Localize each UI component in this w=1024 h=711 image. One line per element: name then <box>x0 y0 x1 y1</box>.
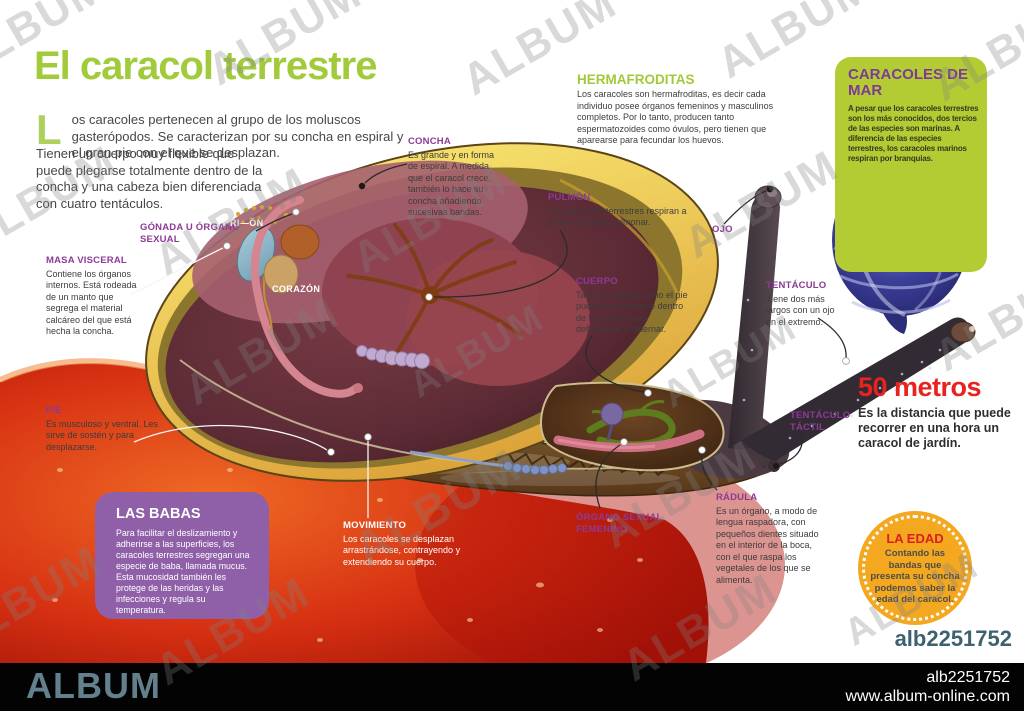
label-pulmon: PULMÓN Los caracoles terrestres respiran… <box>548 192 687 227</box>
leader-dots <box>223 182 850 469</box>
label-tentaculo: TENTÁCULO Tiene dos más largos con un oj… <box>766 280 835 327</box>
label-hermafroditas: HERMAFRODITAS Los caracoles son hermafro… <box>577 72 774 145</box>
la-edad-title: LA EDAD <box>886 531 944 546</box>
snail-head <box>409 381 790 479</box>
fact-50-metros-body: Es la distancia que puede recorrer en un… <box>858 406 1011 450</box>
fact-50-metros-value: 50 metros <box>858 372 982 402</box>
label-tentaculo-tactil: TENTÁCULO TÁCTIL <box>790 410 851 433</box>
la-edad-badge: LA EDAD Contando las bandas que presenta… <box>858 511 972 625</box>
album-watermark: ALBUM <box>176 288 348 415</box>
eye-bulb-upper <box>754 185 782 209</box>
label-ojo: OJO <box>712 224 733 235</box>
label-movimiento: MOVIMIENTO Los caracoles se desplazan ar… <box>343 520 461 567</box>
lung-vessels <box>346 223 522 367</box>
label-cuerpo: CUERPO Tanto la cabeza como el pie puede… <box>576 276 688 334</box>
footer-credit: alb2251752 www.album-online.com <box>845 668 1010 706</box>
albumen-gland <box>356 345 430 369</box>
intro-text-1: os caracoles pertenecen al grupo de los … <box>71 112 404 160</box>
intro-text-2: Tienen un cuerpo muy flexible que puede … <box>36 146 263 211</box>
footer-url: www.album-online.com <box>845 688 1010 705</box>
la-edad-body: Contando las bandas que presenta su conc… <box>870 548 960 605</box>
intestine <box>251 196 360 398</box>
tactile-tentacle-tip <box>768 460 780 472</box>
album-watermark: ALBUM <box>402 296 551 407</box>
radula-band <box>553 429 705 453</box>
page-title: El caracol terrestre <box>34 44 377 88</box>
fact-50-metros: 50 metros Es la distancia que puede reco… <box>858 372 1023 451</box>
label-masa-visceral: MASA VISCERAL Contiene los órganos inter… <box>46 255 137 336</box>
album-logo: ALBUM <box>26 665 161 706</box>
label-caracoles-de-mar: CARACOLES DE MAR A pesar que los caracol… <box>848 66 979 164</box>
label-rinon: RI—ÓN <box>230 218 264 228</box>
bulb-organ <box>600 402 624 426</box>
image-reference: alb2251752 <box>894 626 1012 651</box>
snail-foot <box>162 358 787 497</box>
nerve-beads <box>503 461 567 475</box>
footer-ref: alb2251752 <box>926 669 1010 686</box>
album-watermark: ALBUM <box>926 254 1024 381</box>
label-corazon: CORAZÓN <box>272 284 321 294</box>
eye-bulb-right <box>950 321 976 343</box>
label-organo-sexual-femenino: ÓRGANO SEXUAL FEMENINO <box>576 512 663 535</box>
las-babas-body: Para facilitar el deslizamiento y adheri… <box>116 528 250 615</box>
label-concha: CONCHA Es grande y en forma de espiral. … <box>408 136 495 217</box>
digestive-gland <box>280 224 320 260</box>
intro-dropcap: L <box>36 106 62 153</box>
footer-bar: ALBUM alb2251752 www.album-online.com <box>0 663 1024 711</box>
label-radula: RÁDULA Es un órgano, a modo de lengua ra… <box>716 492 819 585</box>
las-babas-panel: LAS BABAS Para facilitar el deslizamient… <box>95 492 269 619</box>
label-pie: PIE Es musculoso y ventral. Les sirve de… <box>46 405 159 452</box>
las-babas-title: LAS BABAS <box>116 506 201 522</box>
